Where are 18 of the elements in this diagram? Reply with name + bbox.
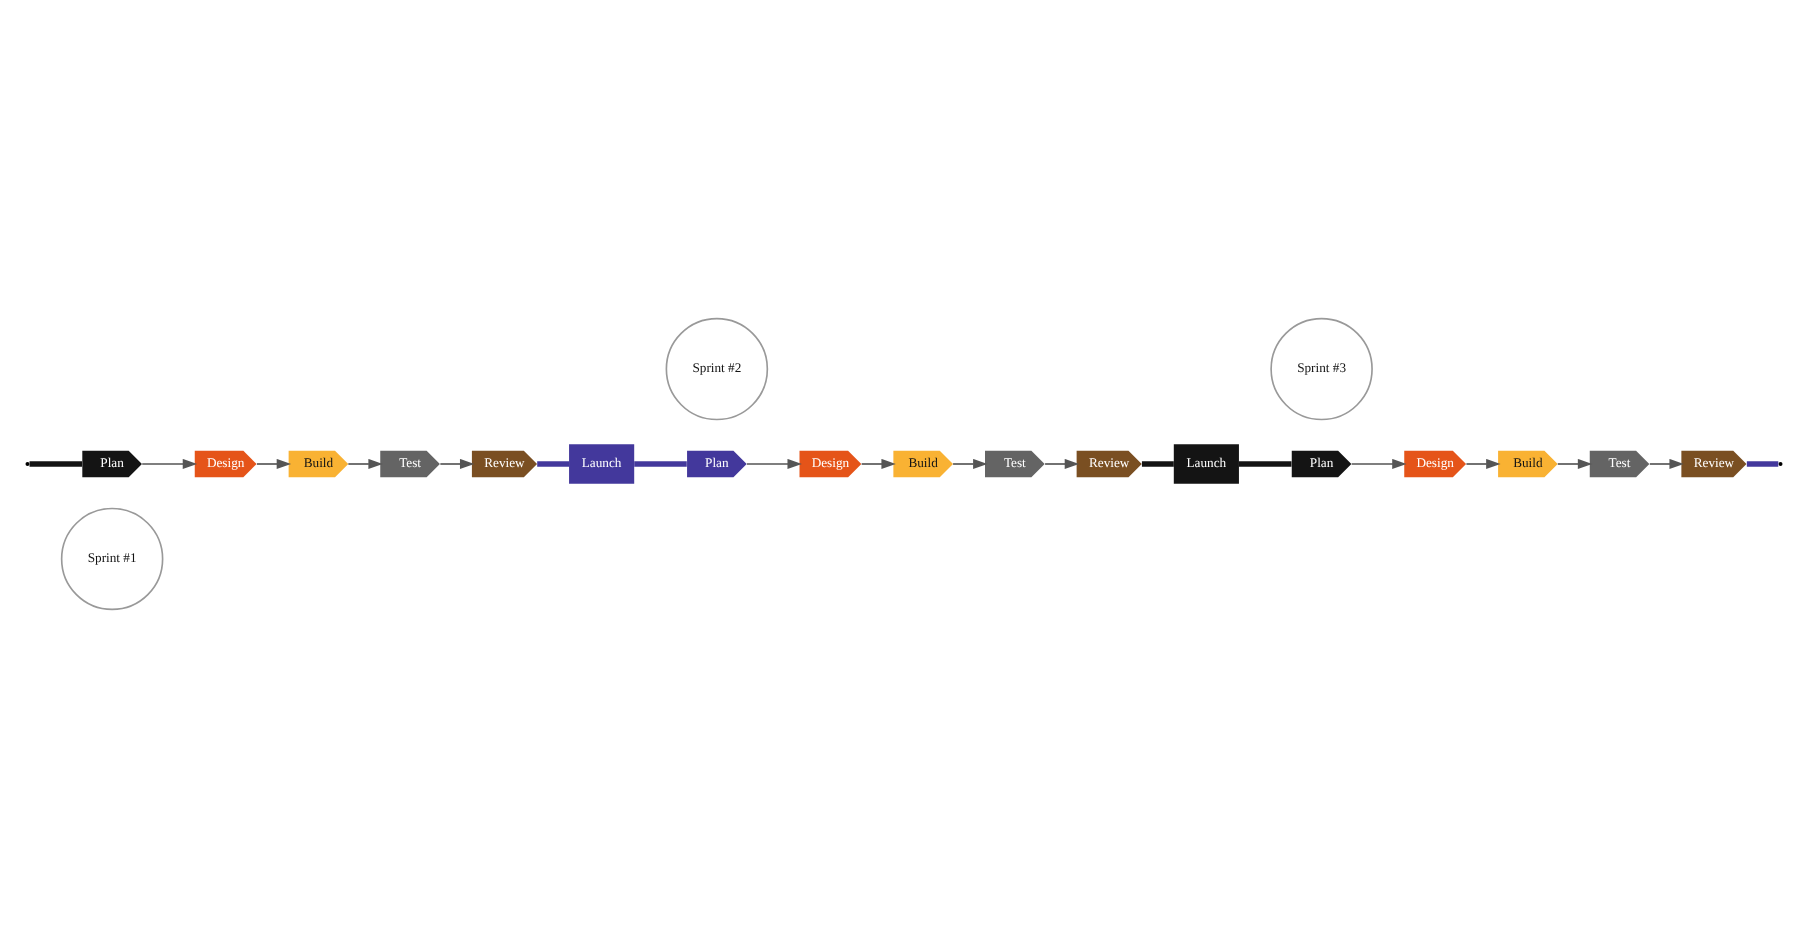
connector: [1141, 461, 1174, 467]
arrow: [1465, 458, 1501, 470]
connector: [537, 461, 570, 467]
arrow: [746, 458, 802, 470]
arrow: [347, 458, 383, 470]
connector: [29, 461, 83, 467]
connector: [1746, 461, 1779, 467]
connector: [634, 461, 687, 467]
arrow: [1649, 458, 1684, 470]
arrow: [439, 458, 475, 470]
arrow: [952, 458, 988, 470]
arrow: [1350, 458, 1407, 470]
connector: [1238, 461, 1292, 467]
arrow: [860, 458, 896, 470]
arrow: [1044, 458, 1080, 470]
arrow: [1556, 458, 1593, 470]
arrow: [256, 458, 292, 470]
arrow: [141, 458, 198, 470]
